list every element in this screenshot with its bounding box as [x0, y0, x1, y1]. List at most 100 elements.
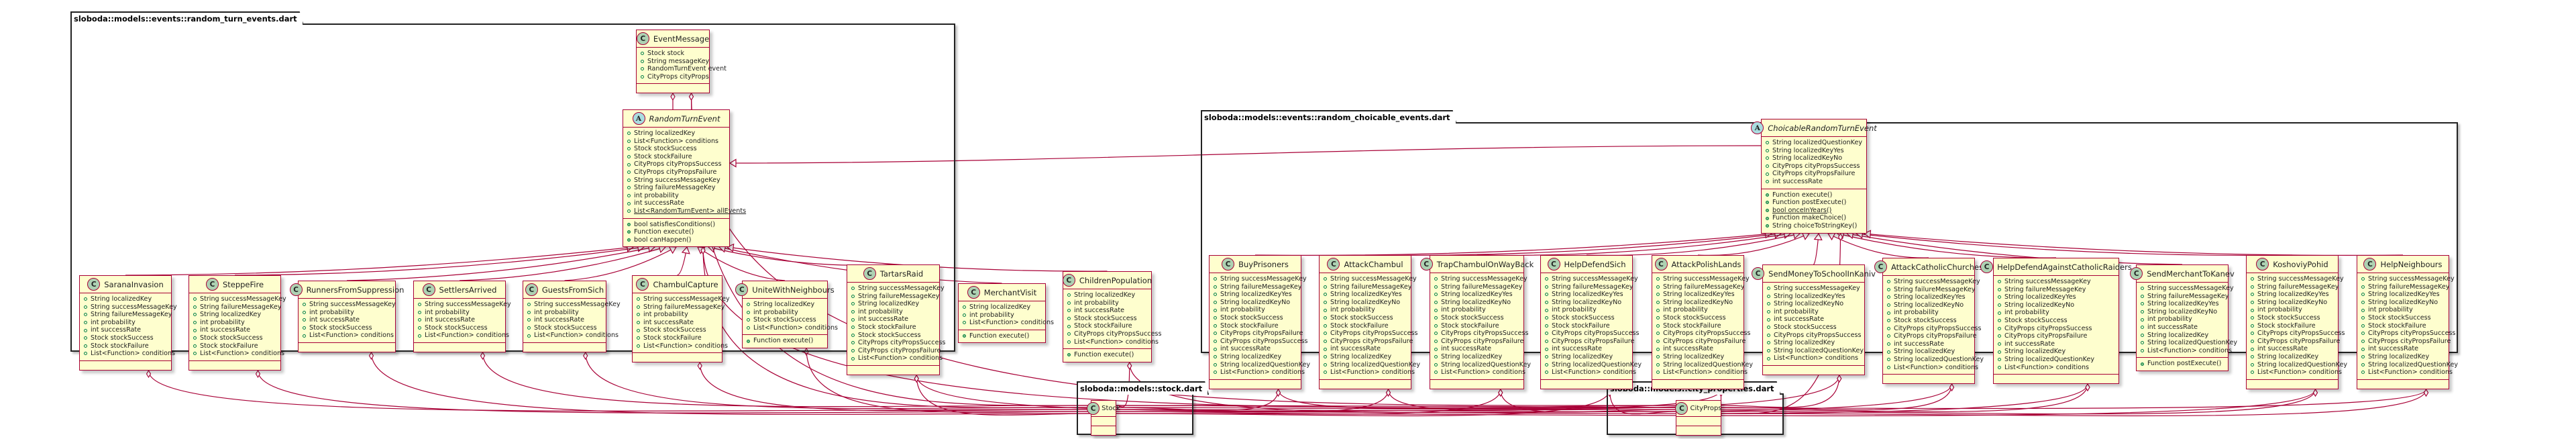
class-name: ChildrenPopulation [1079, 275, 1152, 285]
class-icon: C [2256, 258, 2269, 271]
attribute-text: CityProps cityPropsSuccess [2004, 324, 2092, 332]
attribute-text: String messageKey [647, 57, 710, 65]
attribute-text: Stock stockSuccess [634, 145, 697, 153]
attribute-text: int probability [1220, 306, 1265, 314]
public-field-icon [1656, 347, 1660, 351]
attribute-text: String localizedKeyYes [2368, 291, 2440, 299]
class-attribute: CityProps cityProps [641, 73, 709, 81]
public-field-icon [1766, 180, 1769, 184]
class-attribute: String failureMessageKey [2361, 283, 2449, 291]
class-attribute: CityProps cityPropsFailure [1545, 338, 1634, 346]
public-field-icon [1214, 316, 1217, 320]
method-list: Function execute() [743, 334, 827, 348]
attribute-text: List<Function> conditions [200, 350, 285, 358]
public-field-icon [1887, 280, 1890, 284]
public-method-icon [1766, 224, 1769, 228]
class-attribute: String failureMessageKey [1214, 283, 1301, 291]
aggregation-line [916, 375, 1091, 416]
class-attribute: List<Function> conditions [851, 354, 943, 362]
attribute-text: String failureMessageKey [1894, 285, 1976, 293]
attribute-text: String localizedKeyNo [1220, 298, 1291, 306]
public-field-icon [1214, 355, 1217, 359]
class-attribute: String localizedKey [851, 300, 935, 308]
attribute-text: Stock stockSuccess [1774, 323, 1837, 331]
class-attribute: Stock stockFailure [637, 334, 718, 342]
class-attribute: int successRate [1067, 307, 1147, 315]
class-attribute: Stock stockSuccess [1324, 314, 1407, 322]
class-name: TrapChambulOnWayBack [1436, 259, 1534, 269]
class-attribute: String failureMessageKey [1434, 283, 1522, 291]
class-attribute: Stock stockSuccess [637, 326, 718, 334]
public-field-icon [851, 310, 855, 314]
class-attribute: List<Function> conditions [1324, 369, 1415, 377]
public-field-icon [2141, 326, 2144, 330]
class-attribute: CityProps cityPropsFailure [1214, 330, 1303, 338]
aggregation-line [370, 352, 1091, 415]
attribute-text: String localizedKey [2147, 331, 2209, 339]
aggregation-diamond-icon [2312, 388, 2318, 397]
class-icon: C [87, 278, 101, 291]
attribute-text: String successMessageKey [1552, 275, 1638, 283]
class-icon: C [636, 278, 649, 291]
attribute-text: Stock stockFailure [1330, 322, 1389, 330]
class-attribute: CityProps cityPropsFailure [1434, 338, 1523, 346]
public-field-icon [1998, 287, 2001, 291]
method-list [80, 360, 171, 370]
method-list [633, 352, 722, 362]
aggregation-diamond-icon [1127, 361, 1132, 371]
attribute-text: Stock stockFailure [91, 342, 149, 350]
public-field-icon [1767, 318, 1770, 322]
class-attribute: String successMessageKey [637, 295, 730, 303]
attribute-text: String successMessageKey [309, 301, 396, 308]
method-text: Function makeChoice() [1772, 214, 1847, 222]
attribute-text: CityProps cityPropsFailure [2257, 337, 2341, 345]
class-icon: C [636, 32, 649, 45]
public-field-icon [1767, 302, 1770, 306]
public-field-icon [2141, 302, 2144, 306]
attribute-text: int probability [91, 318, 136, 326]
public-field-icon [851, 302, 855, 306]
class-attribute: String localizedKeyNo [1545, 299, 1628, 307]
attribute-text: String failureMessageKey [1330, 283, 1412, 291]
attribute-text: CityProps cityPropsSuccess [2368, 330, 2456, 338]
public-field-icon [193, 328, 197, 332]
public-field-icon [2361, 371, 2365, 375]
public-field-icon [84, 313, 87, 317]
attribute-text: String localizedQuestionKey [1330, 360, 1421, 369]
aggregation-diamond-icon [1837, 374, 1842, 383]
class-name: AttackPolishLands [1671, 259, 1741, 269]
public-field-icon [1324, 355, 1327, 359]
class-attribute: List<Function> conditions [627, 138, 725, 146]
public-field-icon [1767, 326, 1770, 330]
class-attribute: String localizedKeyNo [1656, 299, 1739, 307]
